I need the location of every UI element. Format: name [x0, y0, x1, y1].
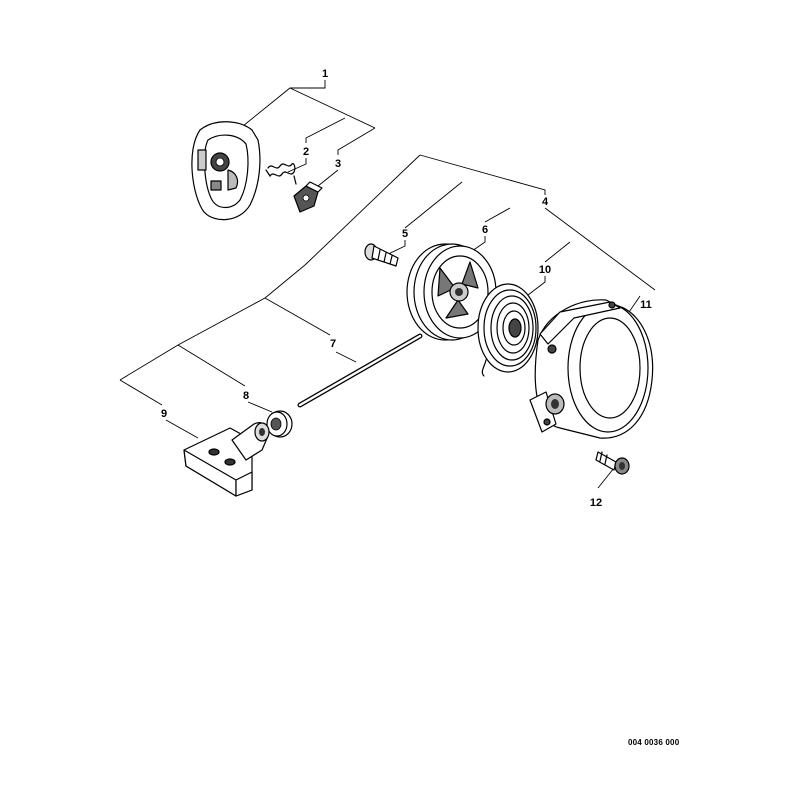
leader-line-7-left [177, 297, 266, 346]
leader-line-3 [337, 127, 376, 155]
callout-3: 3 [335, 158, 341, 170]
leader-line-5-bracket [404, 181, 463, 229]
part-10-recoil-spring [477, 283, 539, 377]
callout-8: 8 [243, 390, 249, 402]
leader-line-4-left [304, 154, 421, 266]
part-5-screw [364, 243, 399, 267]
leader-line-9 [119, 379, 163, 406]
leader-line-1 [237, 80, 326, 131]
callout-9: 9 [161, 408, 167, 420]
part-11-starter-housing [529, 299, 654, 439]
part-8-grommet [266, 410, 293, 438]
leader-line-12 [597, 467, 615, 489]
leader-line-9-left [119, 344, 179, 381]
part-9-handle [183, 422, 270, 497]
leader-line-7-upper [264, 297, 331, 336]
callout-10: 10 [539, 264, 551, 276]
leader-line-2 [305, 117, 346, 143]
leader-line-10 [527, 276, 546, 296]
leader-line-6-bracket [484, 207, 511, 223]
part-12-bolt [595, 451, 630, 475]
leader-line-10-bracket [544, 241, 571, 263]
drawing-number: 004 0036 000 [628, 738, 680, 747]
part-3-pawl [293, 181, 323, 213]
part-2-spring [265, 163, 297, 185]
leader-line-4-right [544, 207, 656, 291]
part-6-pulley [406, 243, 497, 341]
leader-line-3-end [317, 169, 339, 187]
leader-line-2-end [287, 158, 307, 173]
leader-line-7-end [335, 351, 357, 363]
callout-labels: 1 2 3 4 5 6 7 8 9 10 11 12 [161, 68, 652, 509]
callout-7: 7 [330, 338, 336, 350]
part-7-starter-rope [297, 333, 423, 408]
leader-line-4-top [419, 154, 546, 195]
callout-12: 12 [590, 497, 602, 509]
callout-2: 2 [303, 146, 309, 158]
callout-1: 1 [322, 68, 328, 80]
callout-4: 4 [542, 196, 549, 208]
leader-line-8 [177, 344, 246, 387]
leader-line-8-end [247, 401, 273, 413]
callout-11: 11 [640, 299, 652, 311]
part-1-cover [191, 121, 261, 221]
callout-6: 6 [482, 224, 488, 236]
callout-5: 5 [402, 228, 408, 240]
leader-line-4-left2 [264, 264, 306, 299]
leader-line-9-end [165, 419, 199, 439]
leader-line-1-bracket [289, 87, 376, 129]
